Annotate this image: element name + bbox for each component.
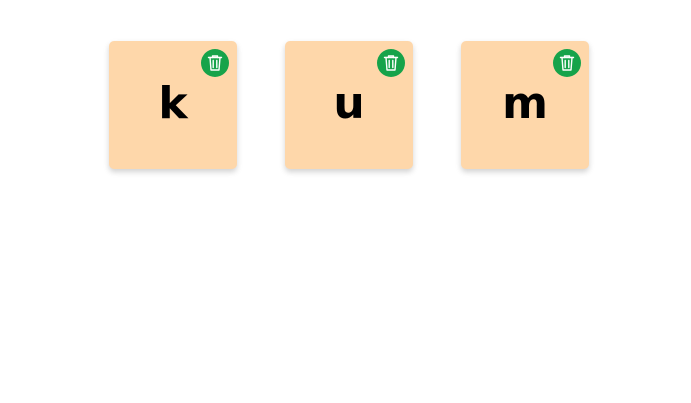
tile-letter: u (333, 78, 365, 129)
delete-button[interactable] (377, 49, 405, 77)
tile-letter: m (502, 78, 548, 129)
trash-icon (383, 54, 399, 72)
delete-button[interactable] (201, 49, 229, 77)
letter-tile[interactable]: m (461, 41, 589, 169)
letter-tile[interactable]: k (109, 41, 237, 169)
trash-icon (559, 54, 575, 72)
tile-letter: k (158, 78, 188, 129)
letter-tile[interactable]: u (285, 41, 413, 169)
trash-icon (207, 54, 223, 72)
delete-button[interactable] (553, 49, 581, 77)
tile-row: k u (109, 41, 589, 169)
